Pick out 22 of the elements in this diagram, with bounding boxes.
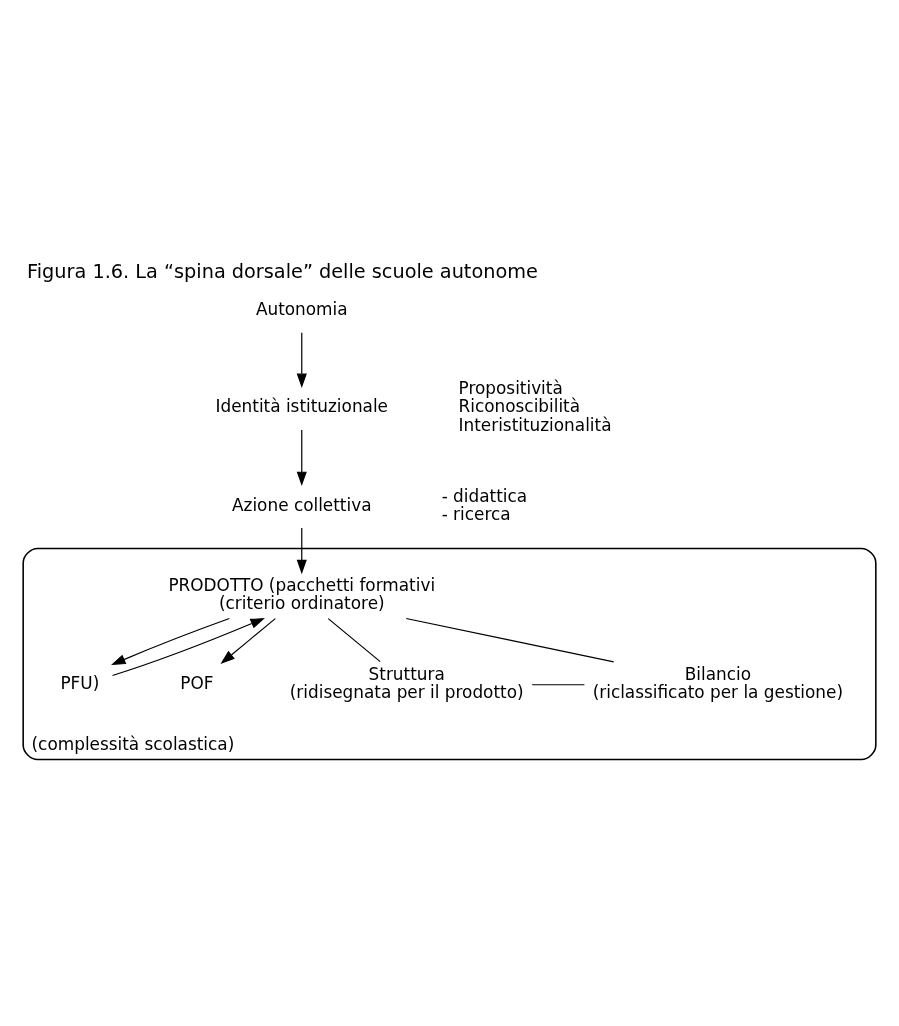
node-label: - ricerca <box>441 503 511 524</box>
node-label: Propositività <box>458 377 563 398</box>
connector <box>531 683 585 685</box>
arrow <box>296 428 307 486</box>
arrow <box>296 526 307 574</box>
node-text: Bilancio (riclassificato per la gestione) <box>592 663 843 702</box>
node-text: POF <box>180 672 214 693</box>
arrow <box>111 617 230 665</box>
node-text: Autonomia <box>255 298 348 319</box>
node-text: Identità istituzionale <box>215 395 388 416</box>
node-text: Azione collettiva <box>232 494 372 515</box>
arrow <box>220 617 276 664</box>
node-text: PRODOTTO (pacchetti formativi (criterio ordinatore) <box>168 574 436 613</box>
arrow <box>111 617 265 676</box>
connector <box>327 617 381 662</box>
node-label: Interistituzionalità <box>458 414 612 435</box>
arrow <box>296 331 307 388</box>
node-text: PFU) <box>60 672 100 693</box>
connector <box>405 617 615 662</box>
diagram-title: Figura 1.6. La “spina dorsale” delle scuole autonome <box>27 259 538 283</box>
node-text: Struttura (ridisegnata per il prodotto) <box>289 663 524 702</box>
node-label: - didattica <box>441 485 528 506</box>
